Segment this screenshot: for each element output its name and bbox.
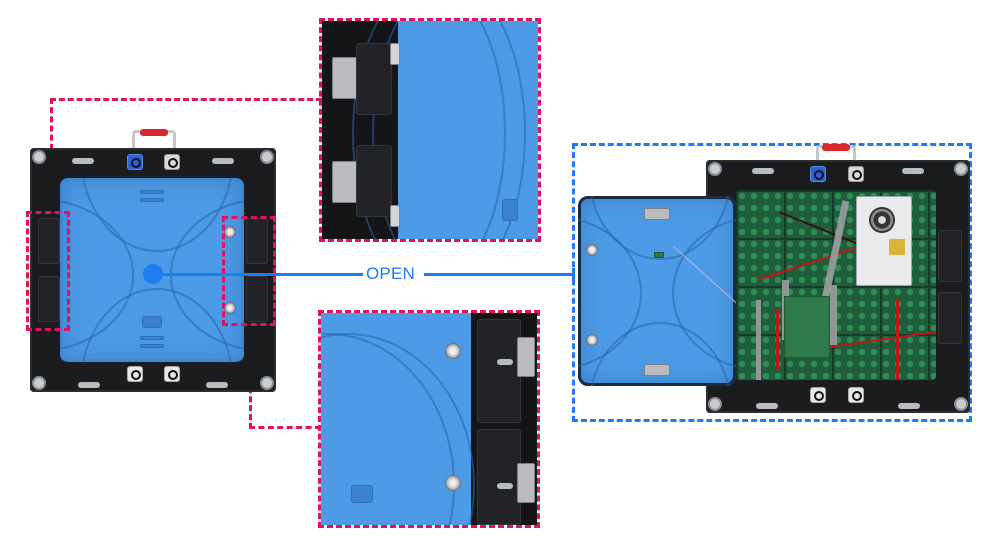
power-supply-unit — [856, 196, 912, 286]
right-lock-block — [246, 276, 268, 322]
hinge-icon — [390, 43, 400, 65]
open-label: OPEN — [363, 264, 418, 284]
cover-grip-slot — [140, 344, 164, 348]
cover-latch-tab — [142, 316, 162, 328]
detail-panel-lock-side — [318, 310, 540, 528]
cover-magnet-plate — [644, 208, 670, 220]
top-latch — [902, 168, 924, 174]
cam-lock-icon — [497, 483, 513, 489]
bottom-latch — [756, 403, 778, 409]
power-in-connector-icon — [810, 166, 826, 182]
callout-connector-top-horizontal — [50, 98, 322, 101]
ribbon-cable — [830, 285, 837, 345]
closed-cabinet — [30, 129, 276, 392]
detail-panel-hinge-side — [319, 18, 541, 242]
signal-out-connector-icon — [848, 387, 864, 403]
power-out-connector-icon — [848, 166, 864, 182]
corner-lock-icon — [954, 397, 968, 411]
cabinet-frame — [30, 148, 276, 392]
right-lock-block — [938, 230, 962, 282]
lock-housing — [477, 429, 521, 525]
mounting-bracket — [517, 463, 535, 503]
rear-cover-opened — [578, 196, 736, 386]
led-module-array — [736, 190, 936, 380]
callout-box-right-edge — [222, 216, 276, 326]
power-out-connector-icon — [164, 154, 180, 170]
corner-lock-icon — [260, 150, 274, 164]
hinge-icon — [390, 205, 400, 227]
power-wire — [776, 310, 779, 370]
handle-grip — [140, 129, 168, 136]
thumbscrew-icon — [586, 334, 598, 346]
receiving-card — [784, 296, 830, 358]
ribbon-cable — [756, 300, 761, 380]
thumbscrew-icon — [445, 343, 461, 359]
open-line-left — [155, 273, 363, 276]
opened-cabinet — [706, 143, 970, 413]
top-latch — [212, 158, 234, 164]
cam-lock-icon — [497, 359, 513, 365]
cover-grip-slot — [140, 336, 164, 340]
callout-box-left-edge — [26, 211, 70, 331]
cabinet-frame — [706, 160, 970, 413]
bottom-latch — [78, 382, 100, 388]
cover-latch-tab — [502, 199, 518, 221]
corner-lock-icon — [708, 162, 722, 176]
corner-lock-icon — [954, 162, 968, 176]
right-lock-block — [938, 292, 962, 344]
cover-latch-tab — [351, 485, 373, 503]
open-line-right — [424, 273, 574, 276]
hinge-housing — [356, 145, 392, 217]
mounting-bracket — [517, 337, 535, 377]
psu-label-sticker — [889, 239, 905, 255]
thumbscrew-icon — [586, 244, 598, 256]
signal-in-connector-icon — [127, 366, 143, 382]
corner-lock-icon — [708, 397, 722, 411]
cover-sensor-board — [654, 252, 664, 258]
top-latch — [72, 158, 94, 164]
power-in-connector-icon — [127, 154, 143, 170]
corner-lock-icon — [32, 150, 46, 164]
power-wire — [896, 300, 899, 380]
lock-housing — [477, 319, 521, 423]
corner-lock-icon — [32, 376, 46, 390]
handle-grip — [822, 144, 850, 151]
cover-magnet-plate — [644, 364, 670, 376]
callout-connector-bottom-horizontal — [249, 426, 321, 429]
top-latch — [752, 168, 774, 174]
corner-lock-icon — [260, 376, 274, 390]
hinge-housing — [356, 43, 392, 115]
bottom-latch — [206, 382, 228, 388]
bottom-latch — [898, 403, 920, 409]
cover-grip-slot — [140, 190, 164, 194]
fan-icon — [869, 207, 895, 233]
signal-in-connector-icon — [810, 387, 826, 403]
thumbscrew-icon — [445, 475, 461, 491]
callout-box-opened-cabinet — [572, 143, 972, 422]
signal-out-connector-icon — [164, 366, 180, 382]
open-origin-dot — [143, 264, 163, 284]
cover-grip-slot — [140, 198, 164, 202]
